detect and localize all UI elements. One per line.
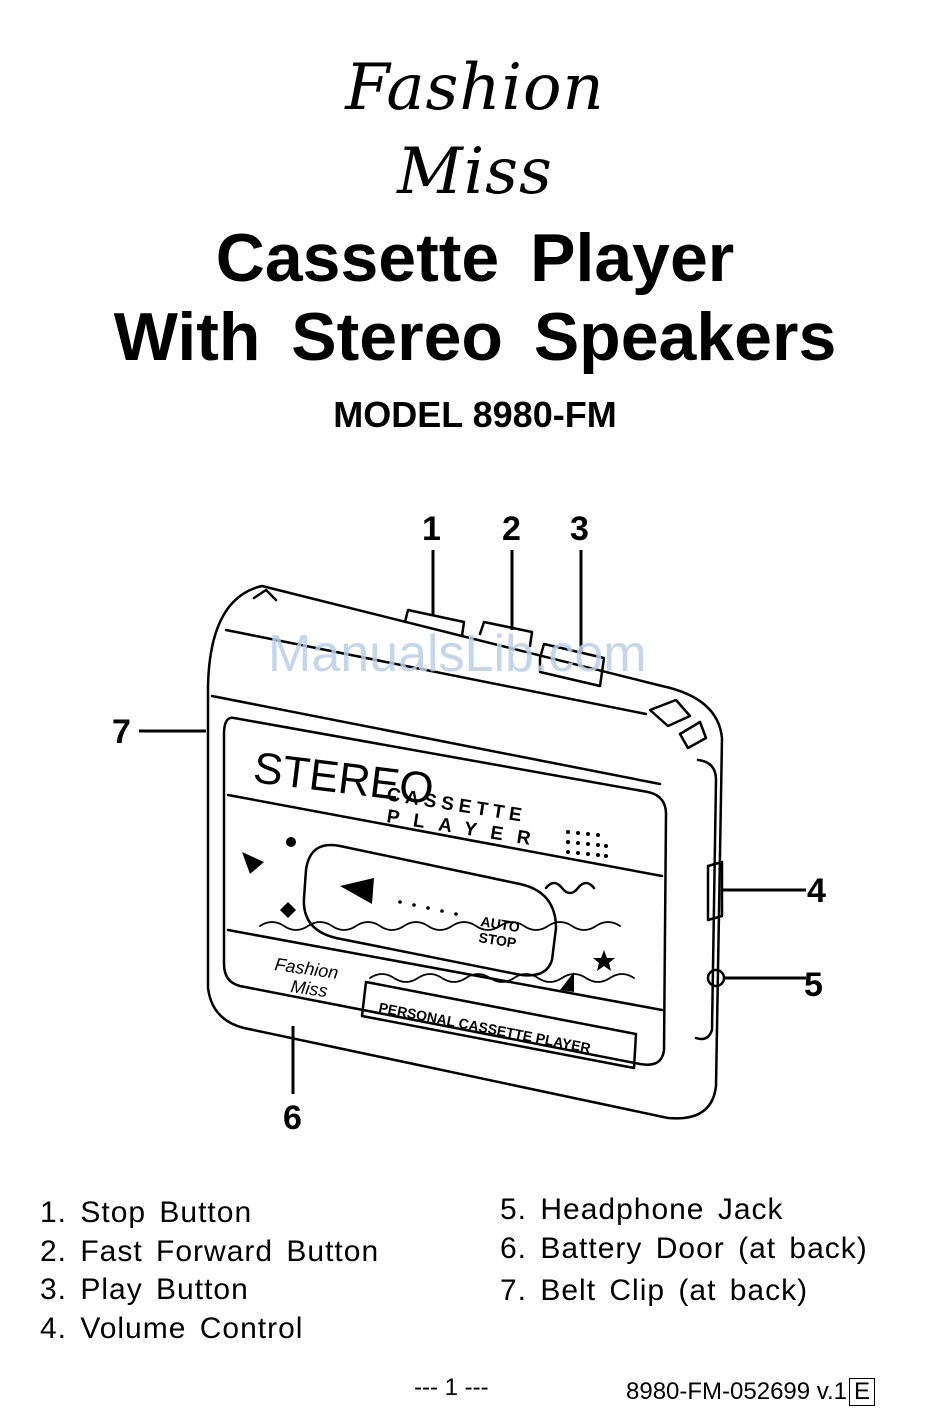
parts-list-item: 7. Belt Clip (at back) (500, 1274, 809, 1307)
watermark: ManualsLib.com (268, 625, 647, 683)
callout-4: 4 (807, 872, 826, 910)
callout-3: 3 (570, 510, 589, 548)
auto-stop-line2: STOP (478, 929, 518, 951)
parts-list-item: 5. Headphone Jack (500, 1193, 784, 1226)
parts-list-item: 2. Fast Forward Button (40, 1235, 380, 1268)
brand-script-line2: Miss (397, 135, 553, 209)
model-number: MODEL 8980-FM (333, 394, 617, 435)
parts-list-item: 3. Play Button (40, 1273, 249, 1306)
document-code-text: 8980-FM-052699 v.1 (626, 1378, 848, 1405)
callout-7: 7 (112, 713, 131, 751)
callout-2: 2 (502, 510, 521, 548)
brand-script-line1: Fashion (345, 51, 605, 125)
parts-list-item: 6. Battery Door (at back) (500, 1232, 868, 1265)
cassette-player-illustration: STEREO CASSETTE PLAYER AUTO STOP Fashion… (139, 550, 806, 1120)
page-number: --- 1 --- (414, 1374, 489, 1401)
callout-6: 6 (283, 1099, 302, 1137)
parts-list-item: 1. Stop Button (40, 1196, 253, 1229)
callout-1: 1 (422, 510, 441, 548)
callout-5: 5 (804, 966, 823, 1004)
strip-label: PERSONAL CASSETTE PLAYER (377, 999, 592, 1056)
edition-box: E (849, 1378, 876, 1406)
title-line1: Cassette Player (215, 220, 735, 296)
auto-stop-line1: AUTO (480, 913, 522, 935)
title-line2: With Stereo Speakers (113, 299, 837, 375)
parts-list-item: 4. Volume Control (40, 1312, 304, 1345)
